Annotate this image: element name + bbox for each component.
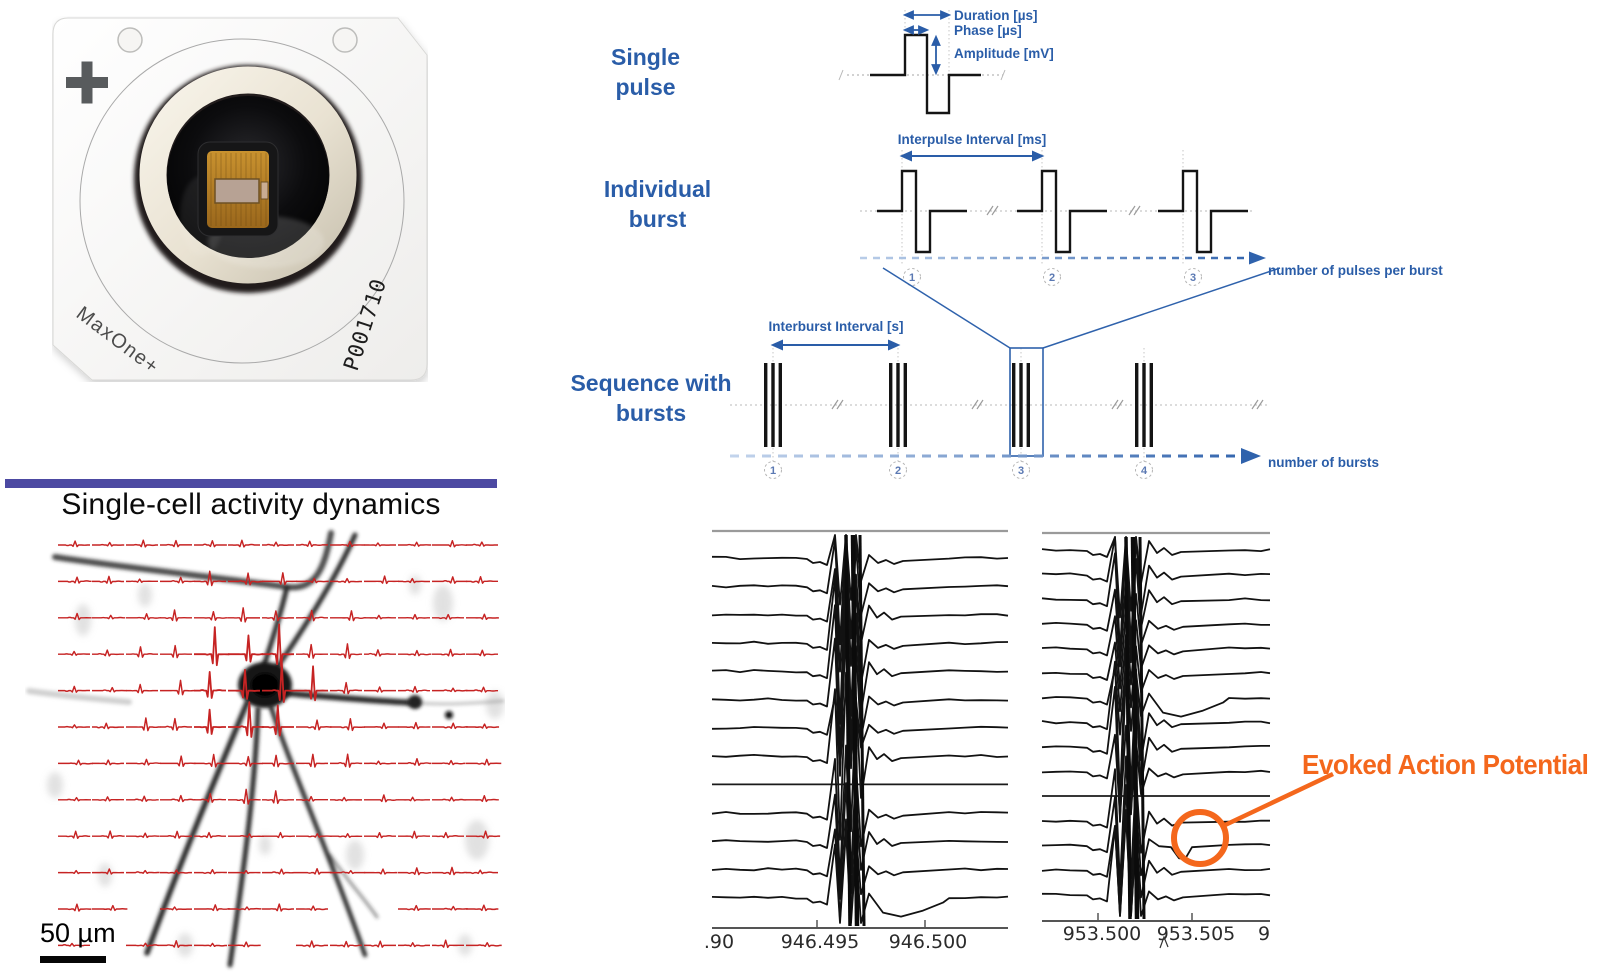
neuron-morphology [26, 530, 505, 968]
x-tick: 946.495 [781, 931, 860, 953]
x-tick: 953.500 [1063, 923, 1142, 945]
interburst-interval-label: Interburst Interval [s] [768, 319, 903, 334]
x-tick: .90 [704, 931, 734, 953]
individual-burst-title: Individual burst [603, 176, 712, 233]
duration-label: Duration [µs] [954, 8, 1038, 23]
x-tick: 946.500 [889, 931, 968, 953]
mounting-hole-right [332, 27, 358, 53]
interpulse-interval-label: Interpulse Interval [ms] [898, 132, 1047, 147]
spike-waveform-grid [58, 539, 502, 949]
pulse-number-badges: 1 2 3 [903, 268, 1202, 286]
ceramic-ring [139, 66, 357, 284]
svg-text:2: 2 [1049, 272, 1055, 284]
evoked-callout-line [1222, 771, 1334, 829]
svg-text:3: 3 [1190, 272, 1196, 284]
chip-pad [260, 181, 269, 200]
scale-bar-label: 50 µm [40, 918, 116, 948]
burst-bars [764, 363, 1153, 447]
svg-text:1: 1 [909, 272, 915, 284]
neuron-activity-map [26, 530, 505, 968]
stimulation-protocol-diagram: Duration [µs] Phase [µs] Amplitude [mV] … [730, 8, 1443, 479]
scale-bar [40, 956, 106, 963]
burst-pulses [877, 169, 1248, 254]
burst-number-badges: 1 2 3 4 [764, 461, 1153, 479]
phase-label: Phase [µs] [954, 23, 1022, 38]
svg-text:4: 4 [1141, 465, 1148, 477]
chip-electrode-array [214, 178, 260, 204]
single-pulse-title: Single pulse [610, 44, 680, 101]
polarity-plus-icon [66, 61, 108, 104]
recording-panel-right: 953.500 953.505 9 [1041, 531, 1271, 949]
bursts-axis-label: number of bursts [1268, 455, 1379, 470]
evoked-annotation [1171, 771, 1334, 867]
single-pulse-diagram: Duration [µs] Phase [µs] Amplitude [mV] [838, 8, 1054, 115]
traces-right [1041, 536, 1271, 920]
pulses-axis-label: number of pulses per burst [1268, 263, 1443, 278]
traces-left [711, 534, 1009, 927]
evoked-action-potential-label: Evoked Action Potential [1302, 749, 1589, 780]
zoom-funnel-lines [882, 267, 1281, 349]
single-pulse-waveform [870, 33, 981, 115]
sequence-diagram: Interburst Interval [s] 1 2 3 4 number o… [730, 319, 1379, 479]
svg-text:3: 3 [1018, 465, 1024, 477]
stimulation-recordings: .90 946.495 946.500 953.500 953.505 9 [704, 529, 1334, 953]
section-divider-bar [5, 479, 497, 488]
out-of-focus-cells [47, 575, 504, 957]
svg-text:2: 2 [895, 465, 901, 477]
evoked-highlight-circle [1171, 809, 1229, 867]
mea-device-photo: MaxOne+ P001710 [52, 17, 428, 381]
amplitude-label: Amplitude [mV] [954, 46, 1054, 61]
activity-panel-title: Single-cell activity dynamics [61, 488, 441, 521]
svg-text:1: 1 [770, 465, 776, 477]
x-tick: 9 [1258, 923, 1270, 945]
sequence-bursts-title: Sequence with bursts [570, 370, 732, 427]
recording-panel-left: .90 946.495 946.500 [704, 529, 1009, 953]
x-tick: 953.505 [1157, 923, 1236, 945]
device-outline-circle [79, 38, 405, 364]
individual-burst-diagram: Interpulse Interval [ms] 1 2 3 number of… [860, 132, 1443, 349]
mounting-hole-left [117, 27, 143, 53]
cursor-icon [1159, 935, 1169, 949]
